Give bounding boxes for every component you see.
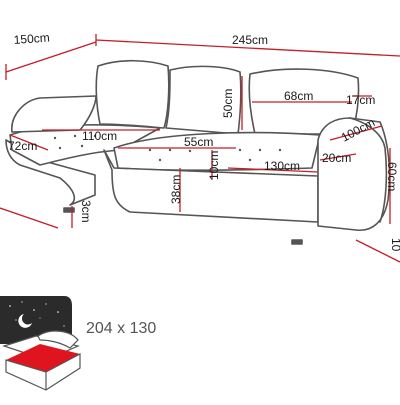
sofa-foot [63,207,75,213]
bed-size-label: 204 x 130 [86,320,156,337]
dimension-label-55: 55cm [184,135,213,149]
dimension-label-10: 10cm [207,151,221,180]
bed-crescent-icon [18,314,32,328]
dimension-label-150: 150cm [13,31,50,47]
dimension-label-245: 245cm [232,33,268,47]
dimension-label-68: 68cm [284,89,313,103]
right-armrest-face [349,117,388,223]
back-cushion-1 [95,59,170,129]
dimension-lines [0,34,400,263]
sofa-foot [291,239,303,245]
bed-illustration [0,296,81,391]
bed-stars [9,301,65,327]
dimension-label-130: 130cm [264,159,300,173]
dimension-label-10-edge: 10 [389,238,400,252]
dimension-label-3: 3cm [79,200,93,223]
tufting [53,134,282,162]
right-armrest [317,117,391,231]
dimension-label-50: 50cm [221,89,235,118]
dimension-label-72: 72cm [8,139,37,153]
dimension-label-17: 17cm [346,93,375,107]
left-armrest [11,95,97,133]
dimension-label-110: 110cm [82,129,117,143]
dimension-label-60: 60cm [385,162,399,191]
bed-pillow [37,330,79,349]
dimension-label-38: 38cm [169,175,183,204]
dimension-label-20: 20cm [322,151,351,165]
